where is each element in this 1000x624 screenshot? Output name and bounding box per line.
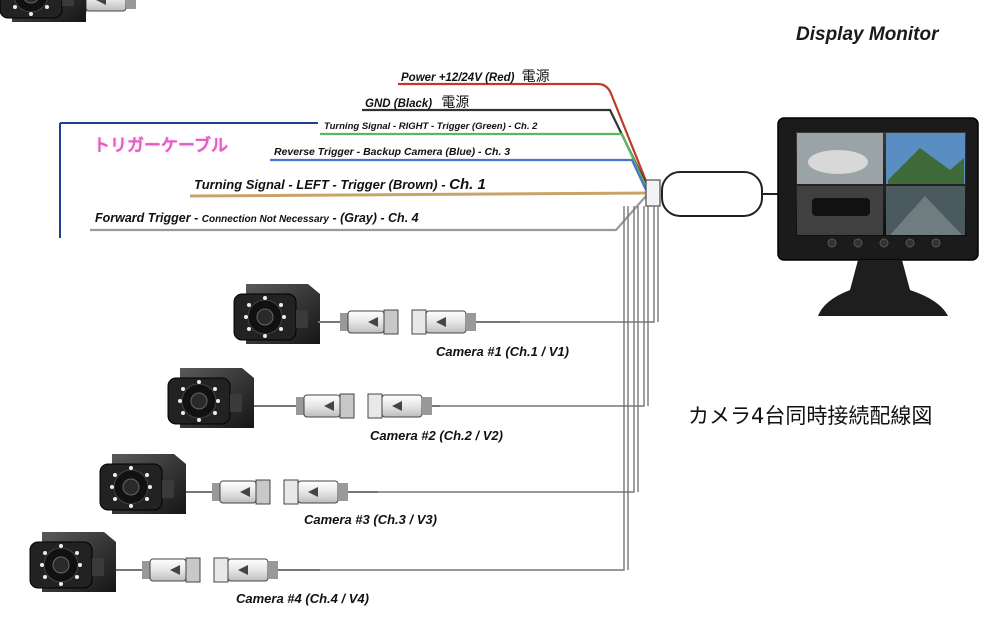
left-trigger-label: Turning Signal - LEFT - Trigger (Brown) … — [194, 176, 486, 193]
trigger-cable-label: トリガーケーブル — [93, 136, 228, 156]
forward-trigger-wire — [90, 195, 647, 232]
left-trigger-channel: Ch. 1 — [449, 176, 486, 193]
video-trunks — [320, 206, 659, 571]
camera-1-label: Camera #1 (Ch.1 / V1) — [436, 344, 569, 359]
power-wire-text: Power +12/24V (Red) — [401, 72, 515, 84]
forward-trigger-text-a: Forward Trigger - — [95, 211, 202, 225]
gnd-wire-text: GND (Black) — [365, 98, 433, 110]
power-wire — [398, 82, 648, 182]
right-trigger-label: Turning Signal - RIGHT - Trigger (Green)… — [324, 121, 538, 132]
diagram-title: Display Monitor — [796, 24, 939, 45]
left-trigger-wire — [189, 191, 647, 198]
camera-4 — [29, 531, 320, 593]
display-monitor — [777, 117, 979, 316]
right-trigger-wire — [320, 132, 648, 188]
camera-2 — [167, 367, 440, 429]
left-trigger-text: Turning Signal - LEFT - Trigger (Brown) … — [194, 177, 450, 192]
power-wire-label: Power +12/24V (Red) 電源 — [401, 66, 550, 86]
forward-trigger-label: Forward Trigger - Connection Not Necessa… — [95, 211, 419, 225]
power-wire-jp: 電源 — [521, 69, 550, 85]
gnd-wire-jp: 電源 — [441, 95, 470, 111]
camera-3 — [99, 453, 378, 515]
wire-group — [90, 82, 648, 232]
diagram-caption: カメラ4台同時接続配線図 — [688, 404, 933, 428]
harness-junction — [661, 171, 763, 217]
camera-1 — [233, 283, 520, 345]
camera-3-label: Camera #3 (Ch.3 / V3) — [304, 512, 437, 527]
forward-trigger-text-c: - (Gray) - Ch. 4 — [329, 211, 419, 225]
forward-trigger-text-b: Connection Not Necessary — [201, 214, 329, 225]
camera-4-label: Camera #4 (Ch.4 / V4) — [236, 591, 369, 606]
monitor-buttons — [827, 238, 941, 248]
gnd-wire-label: GND (Black) 電源 — [365, 92, 469, 112]
monitor-stand — [818, 260, 948, 316]
harness-bundle — [645, 179, 661, 207]
reverse-trigger-label: Reverse Trigger - Backup Camera (Blue) -… — [274, 146, 511, 158]
trigger-bracket — [59, 122, 318, 238]
camera-2-label: Camera #2 (Ch.2 / V2) — [370, 428, 503, 443]
reverse-trigger-wire — [270, 158, 647, 191]
